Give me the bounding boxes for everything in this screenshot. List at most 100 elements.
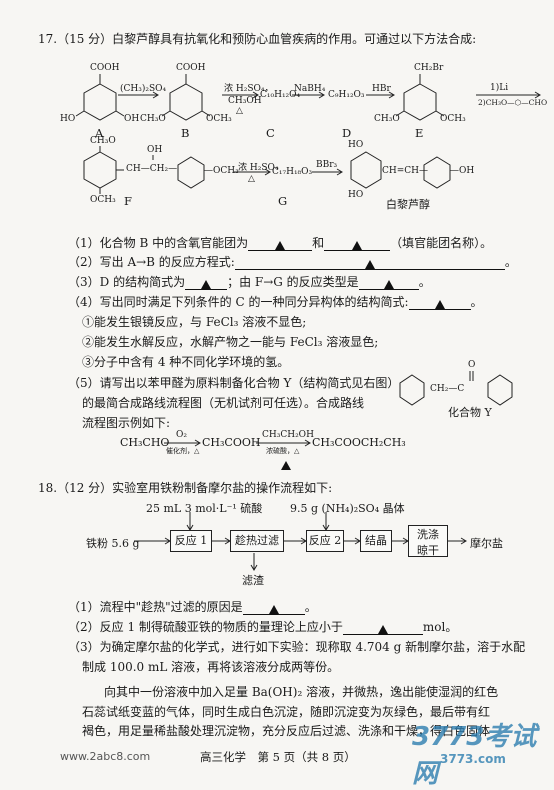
q18-3-line2: 制成 100.0 mL 溶液，再将该溶液分成两等份。 <box>82 660 340 674</box>
route-s1: CH₃CHO <box>120 436 170 449</box>
product-label: 摩尔盐 <box>470 537 503 550</box>
q18-header: 18.（12 分）实验室用铁粉制备摩尔盐的操作流程如下: <box>38 481 333 495</box>
triangle-icon <box>434 300 445 309</box>
formula-g: C₁₇H₁₈O₃ <box>272 167 313 177</box>
q17-5-line3: 流程图示例如下: <box>82 416 171 430</box>
q17-3-end: 。 <box>418 275 431 289</box>
q17-header: 17.（15 分）白黎芦醇具有抗氧化和预防心血管疾病的作用。可通过以下方法合成: <box>38 32 477 46</box>
f-och3: —OCH₃ <box>204 166 239 176</box>
y-o: O <box>468 360 476 370</box>
q17-2: （2）写出 A→B 的反应方程式: 。 <box>68 253 517 270</box>
triangle-icon <box>383 280 394 289</box>
prod-ho-top: HO <box>348 140 364 150</box>
route-s2: CH₃COOH <box>202 436 261 449</box>
reagent-5-top: 1)Li <box>490 83 509 93</box>
paragraph-line1: 向其中一份溶液中加入足量 Ba(OH)₂ 溶液，并微热，逸出能使湿润的红色 <box>104 685 499 699</box>
prod-oh: —OH <box>450 166 475 176</box>
q18-1: （1）流程中"趁热"过滤的原因是 。 <box>68 598 317 615</box>
b-och3-right: OCH₃ <box>206 114 232 124</box>
e-ch2br: CH₂Br <box>414 63 444 73</box>
prod-ch: CH=CH— <box>382 166 429 176</box>
condition-2: ②能发生水解反应，水解产物之一能与 FeCl₃ 溶液显色; <box>82 335 379 349</box>
e-och3-left: CH₃O <box>374 114 400 124</box>
label-f: F <box>124 194 132 208</box>
a-oh: OH <box>124 114 140 124</box>
blank-3b <box>358 277 419 290</box>
reagent-6-top: 浓 H₂SO₄ <box>238 163 279 173</box>
reagent-4: HBr <box>372 84 391 94</box>
condition-1: ①能发生银镜反应，与 FeCl₃ 溶液不显色; <box>82 315 307 329</box>
page-footer: 高三化学 第 5 页（共 8 页） <box>200 750 356 764</box>
blank-4 <box>408 297 471 310</box>
q17-4-end: 。 <box>470 295 483 309</box>
watermark-left: www.2abc8.com <box>60 750 151 763</box>
q18-1-text: （1）流程中"趁热"过滤的原因是 <box>68 600 243 614</box>
blank-1a <box>248 238 313 251</box>
paragraph-line2: 石蕊试纸变蓝的气体，同时生成白色沉淀，随即沉淀变为灰绿色，最后带有红 <box>82 705 491 719</box>
product-name: 白黎芦醇 <box>386 198 430 211</box>
route-r1-top: O₂ <box>176 430 187 440</box>
box-hot-filter: 趁热过滤 <box>230 530 284 552</box>
ring-product-right <box>423 156 451 189</box>
blank-1b <box>324 238 391 251</box>
f-top: CH₃O <box>90 136 116 146</box>
f-bottom: OCH₃ <box>90 195 116 205</box>
q17-5-line1: （5）请写出以苯甲醛为原料制备化合物 Y（结构简式见右图） <box>68 376 400 390</box>
box-wash: 洗涤 <box>417 528 439 541</box>
reagent-5-bot: 2)CH₃O—⬡—CHO <box>478 98 548 107</box>
ring-f-right <box>177 156 205 189</box>
blank-3a <box>185 277 228 290</box>
label-c: C <box>266 126 275 140</box>
ring-e <box>403 83 437 121</box>
q17-1-text: （1）化合物 B 中的含氧官能团为 <box>68 236 249 250</box>
label-b: B <box>181 126 190 140</box>
label-g: G <box>278 194 288 208</box>
q17-2-end: 。 <box>504 255 517 269</box>
y-ch2: CH₂—C <box>430 384 465 394</box>
q17-3-mid: ；由 F→G 的反应类型是 <box>227 275 359 289</box>
watermark-right-url: 3773.com <box>440 752 506 766</box>
ring-f-left <box>83 151 117 189</box>
a-cooh: COOH <box>90 63 120 73</box>
y-label: 化合物 Y <box>448 406 492 419</box>
ring-y-right <box>487 374 513 406</box>
f-ch: CH—CH₂— <box>126 164 178 174</box>
reagent-2-mid: CH₃OH <box>228 96 262 106</box>
blank-2 <box>234 257 505 270</box>
reagent-6-bot: △ <box>248 174 255 184</box>
label-a: A <box>95 126 104 140</box>
box-wash-dry: 洗涤 晾干 <box>408 525 448 557</box>
box-reaction-2: 反应 2 <box>306 530 344 552</box>
ring-product-left <box>350 151 382 189</box>
q17-5-line2: 的最简合成路线流程图（无机试剂可任选）。合成路线 <box>82 396 365 410</box>
route-blank <box>281 458 291 472</box>
q18-1-end: 。 <box>304 600 317 614</box>
iron-label: 铁粉 5.6 g <box>86 537 140 550</box>
ring-a <box>83 83 117 121</box>
q17-4-text: （4）写出同时满足下列条件的 C 的一种同分异构体的结构简式: <box>68 295 409 309</box>
label-d: D <box>342 126 352 140</box>
reagent-1: (CH₃)₂SO₄ <box>120 84 167 94</box>
reagent-2-bot: △ <box>236 106 243 116</box>
f-oh: OH <box>147 145 163 155</box>
box-dry: 晾干 <box>417 544 439 557</box>
box-crystallize: 结晶 <box>360 530 392 552</box>
q17-2-text: （2）写出 A→B 的反应方程式: <box>68 255 235 269</box>
a-ho: HO <box>60 114 76 124</box>
prod-ho-bot: HO <box>348 190 364 200</box>
q17-1: （1）化合物 B 中的含氧官能团为和（填官能团名称）。 <box>68 234 492 251</box>
blank-18-1 <box>242 602 305 615</box>
reagent-3: NaBH₄ <box>294 84 326 94</box>
q17-4: （4）写出同时满足下列条件的 C 的一种同分异构体的结构简式: 。 <box>68 293 483 310</box>
reagent-2-top: 浓 H₂SO₄， <box>224 84 274 94</box>
blank-18-2 <box>342 622 423 635</box>
triangle-icon <box>377 625 388 634</box>
route-r2-top: CH₃CH₂OH <box>262 430 314 440</box>
triangle-icon <box>268 605 279 614</box>
formula-c: C₁₀H₁₂O₄ <box>260 90 301 100</box>
q17-1-end: （填官能团名称）。 <box>390 236 493 250</box>
b-cooh: COOH <box>176 63 206 73</box>
salt-label: 9.5 g (NH₄)₂SO₄ 晶体 <box>290 502 405 515</box>
